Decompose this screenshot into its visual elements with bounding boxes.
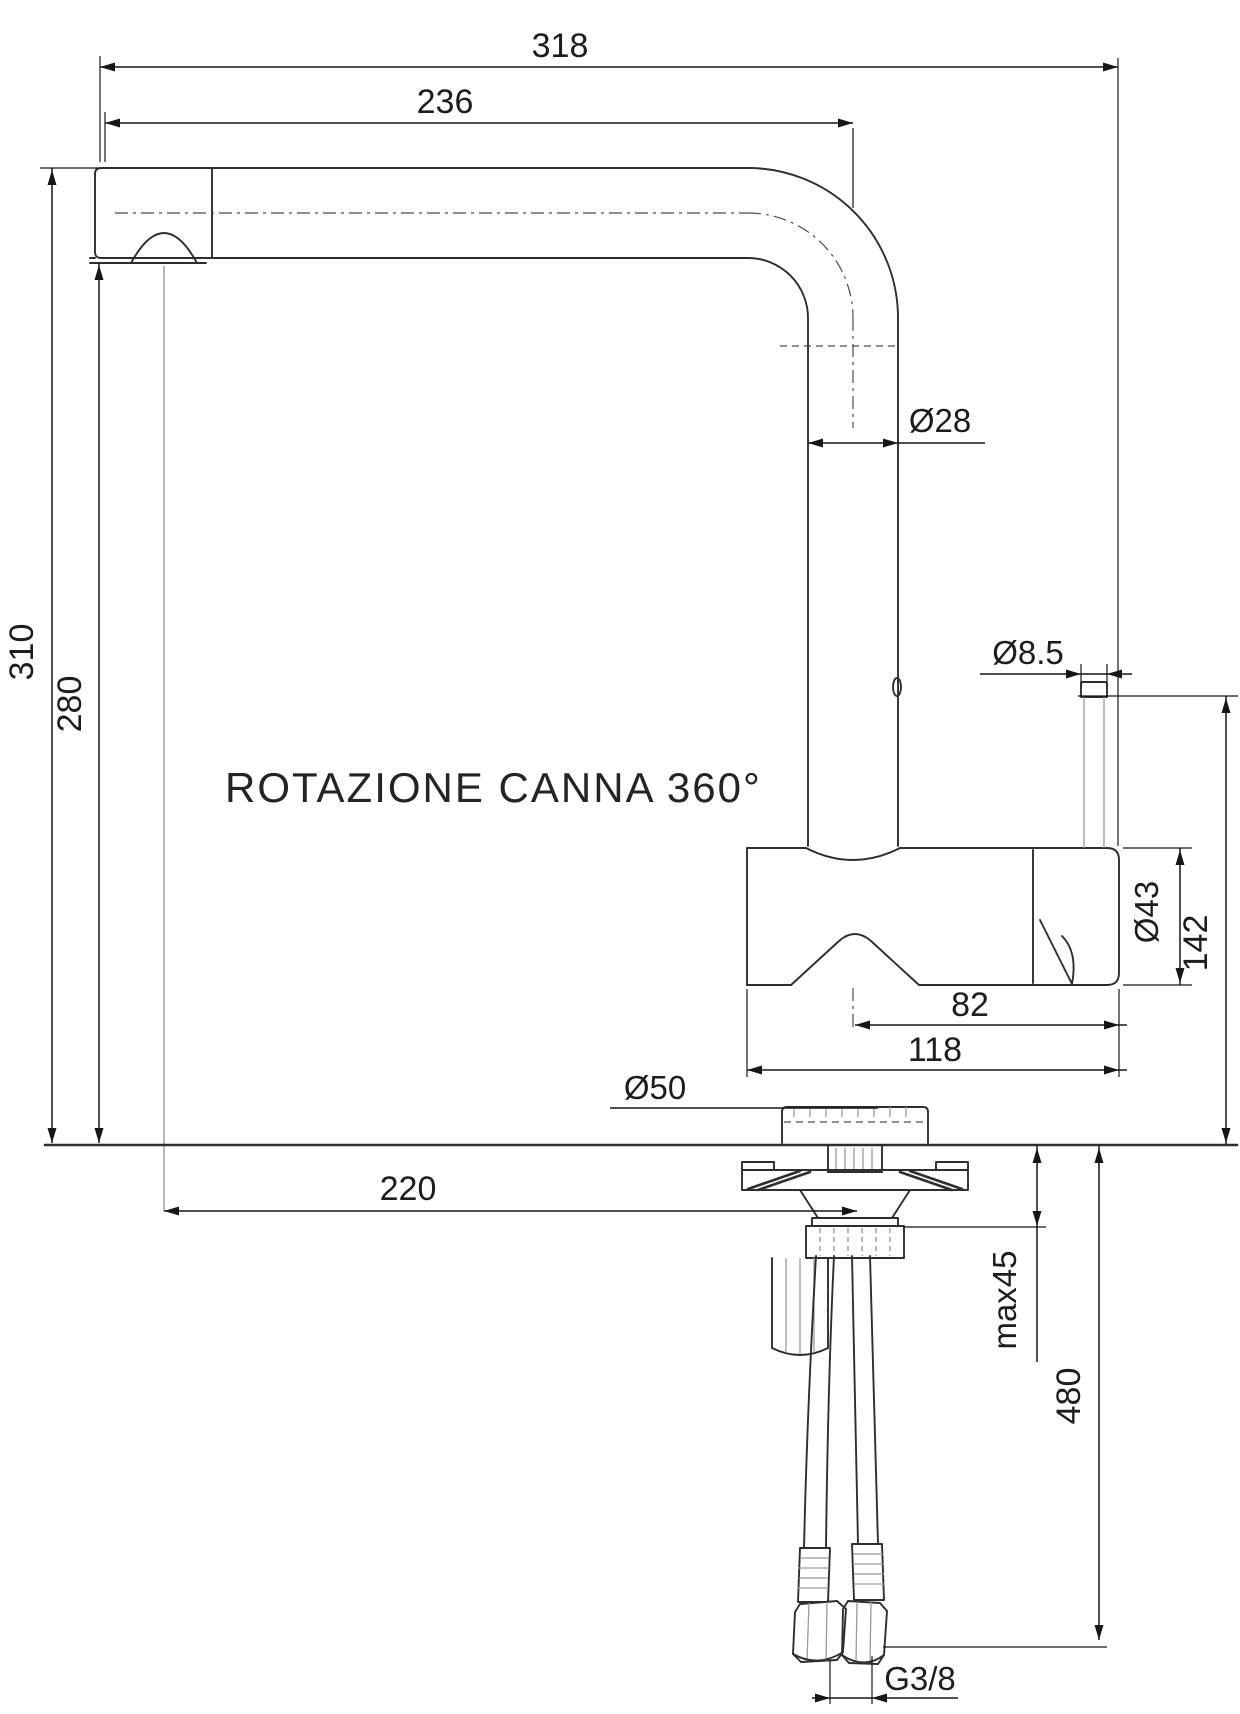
- clamp-stud: [771, 1257, 829, 1356]
- dimension-body-offset-82: 82: [855, 986, 1127, 1077]
- dim-label-220: 220: [380, 1170, 437, 1208]
- dimension-thread-g38: G3/8: [812, 1656, 958, 1704]
- dimension-clearance-height-280: 280: [51, 263, 104, 1143]
- faucet-spout-outline: [89, 167, 902, 847]
- dim-label-480: 480: [1050, 1368, 1088, 1425]
- dim-label-o85: Ø8.5: [992, 634, 1064, 671]
- threaded-shank: [827, 1144, 883, 1173]
- clamp-cone-and-nut: [799, 1189, 911, 1259]
- rotation-note: ROTAZIONE CANNA 360°: [225, 764, 762, 811]
- dimension-max-counter-45: max45: [903, 1146, 1046, 1362]
- dimension-base-diameter-50: Ø50: [610, 1069, 878, 1109]
- aerator-dome: [130, 232, 198, 264]
- mounting-washer: [741, 1161, 969, 1192]
- dim-label-236: 236: [417, 83, 474, 121]
- dim-label-g38: G3/8: [884, 1660, 956, 1697]
- dimension-pipe-diameter-28: Ø28: [808, 402, 985, 448]
- dimension-hose-length-480: 480: [883, 1146, 1107, 1648]
- flexible-hoses: [792, 1255, 888, 1665]
- dim-label-142: 142: [1177, 915, 1215, 972]
- dim-label-310: 310: [3, 624, 41, 681]
- dim-label-o28: Ø28: [909, 402, 971, 439]
- dim-label-o50: Ø50: [624, 1069, 686, 1106]
- dimension-lever-diameter-8-5: Ø8.5: [980, 634, 1132, 686]
- dimension-top-reach-236: 236: [104, 83, 854, 208]
- dim-label-82: 82: [951, 986, 989, 1024]
- faucet-body-outline: [746, 847, 1120, 986]
- dimension-body-length-118: 118: [746, 989, 1127, 1077]
- dim-label-318: 318: [532, 27, 589, 65]
- lever-joint-arc: [1061, 935, 1075, 985]
- lever-joint-line: [1039, 919, 1073, 985]
- base-flange: [781, 1106, 929, 1144]
- dim-label-280: 280: [51, 676, 89, 733]
- dimension-lever-height-142: 142: [1078, 695, 1238, 1144]
- dimension-total-width-318: 318: [99, 27, 1119, 846]
- dimension-body-diameter-43: Ø43: [1123, 847, 1192, 986]
- centerlines: [115, 212, 898, 1211]
- dimension-total-height-310: 310: [3, 167, 98, 1143]
- dim-label-118: 118: [908, 1031, 962, 1069]
- dim-label-max45: max45: [986, 1250, 1023, 1349]
- dimension-bottom-reach-220: 220: [164, 1170, 857, 1216]
- pipe-detail: [892, 677, 902, 697]
- dim-label-o43: Ø43: [1128, 881, 1165, 943]
- lever-handle: [1080, 681, 1108, 848]
